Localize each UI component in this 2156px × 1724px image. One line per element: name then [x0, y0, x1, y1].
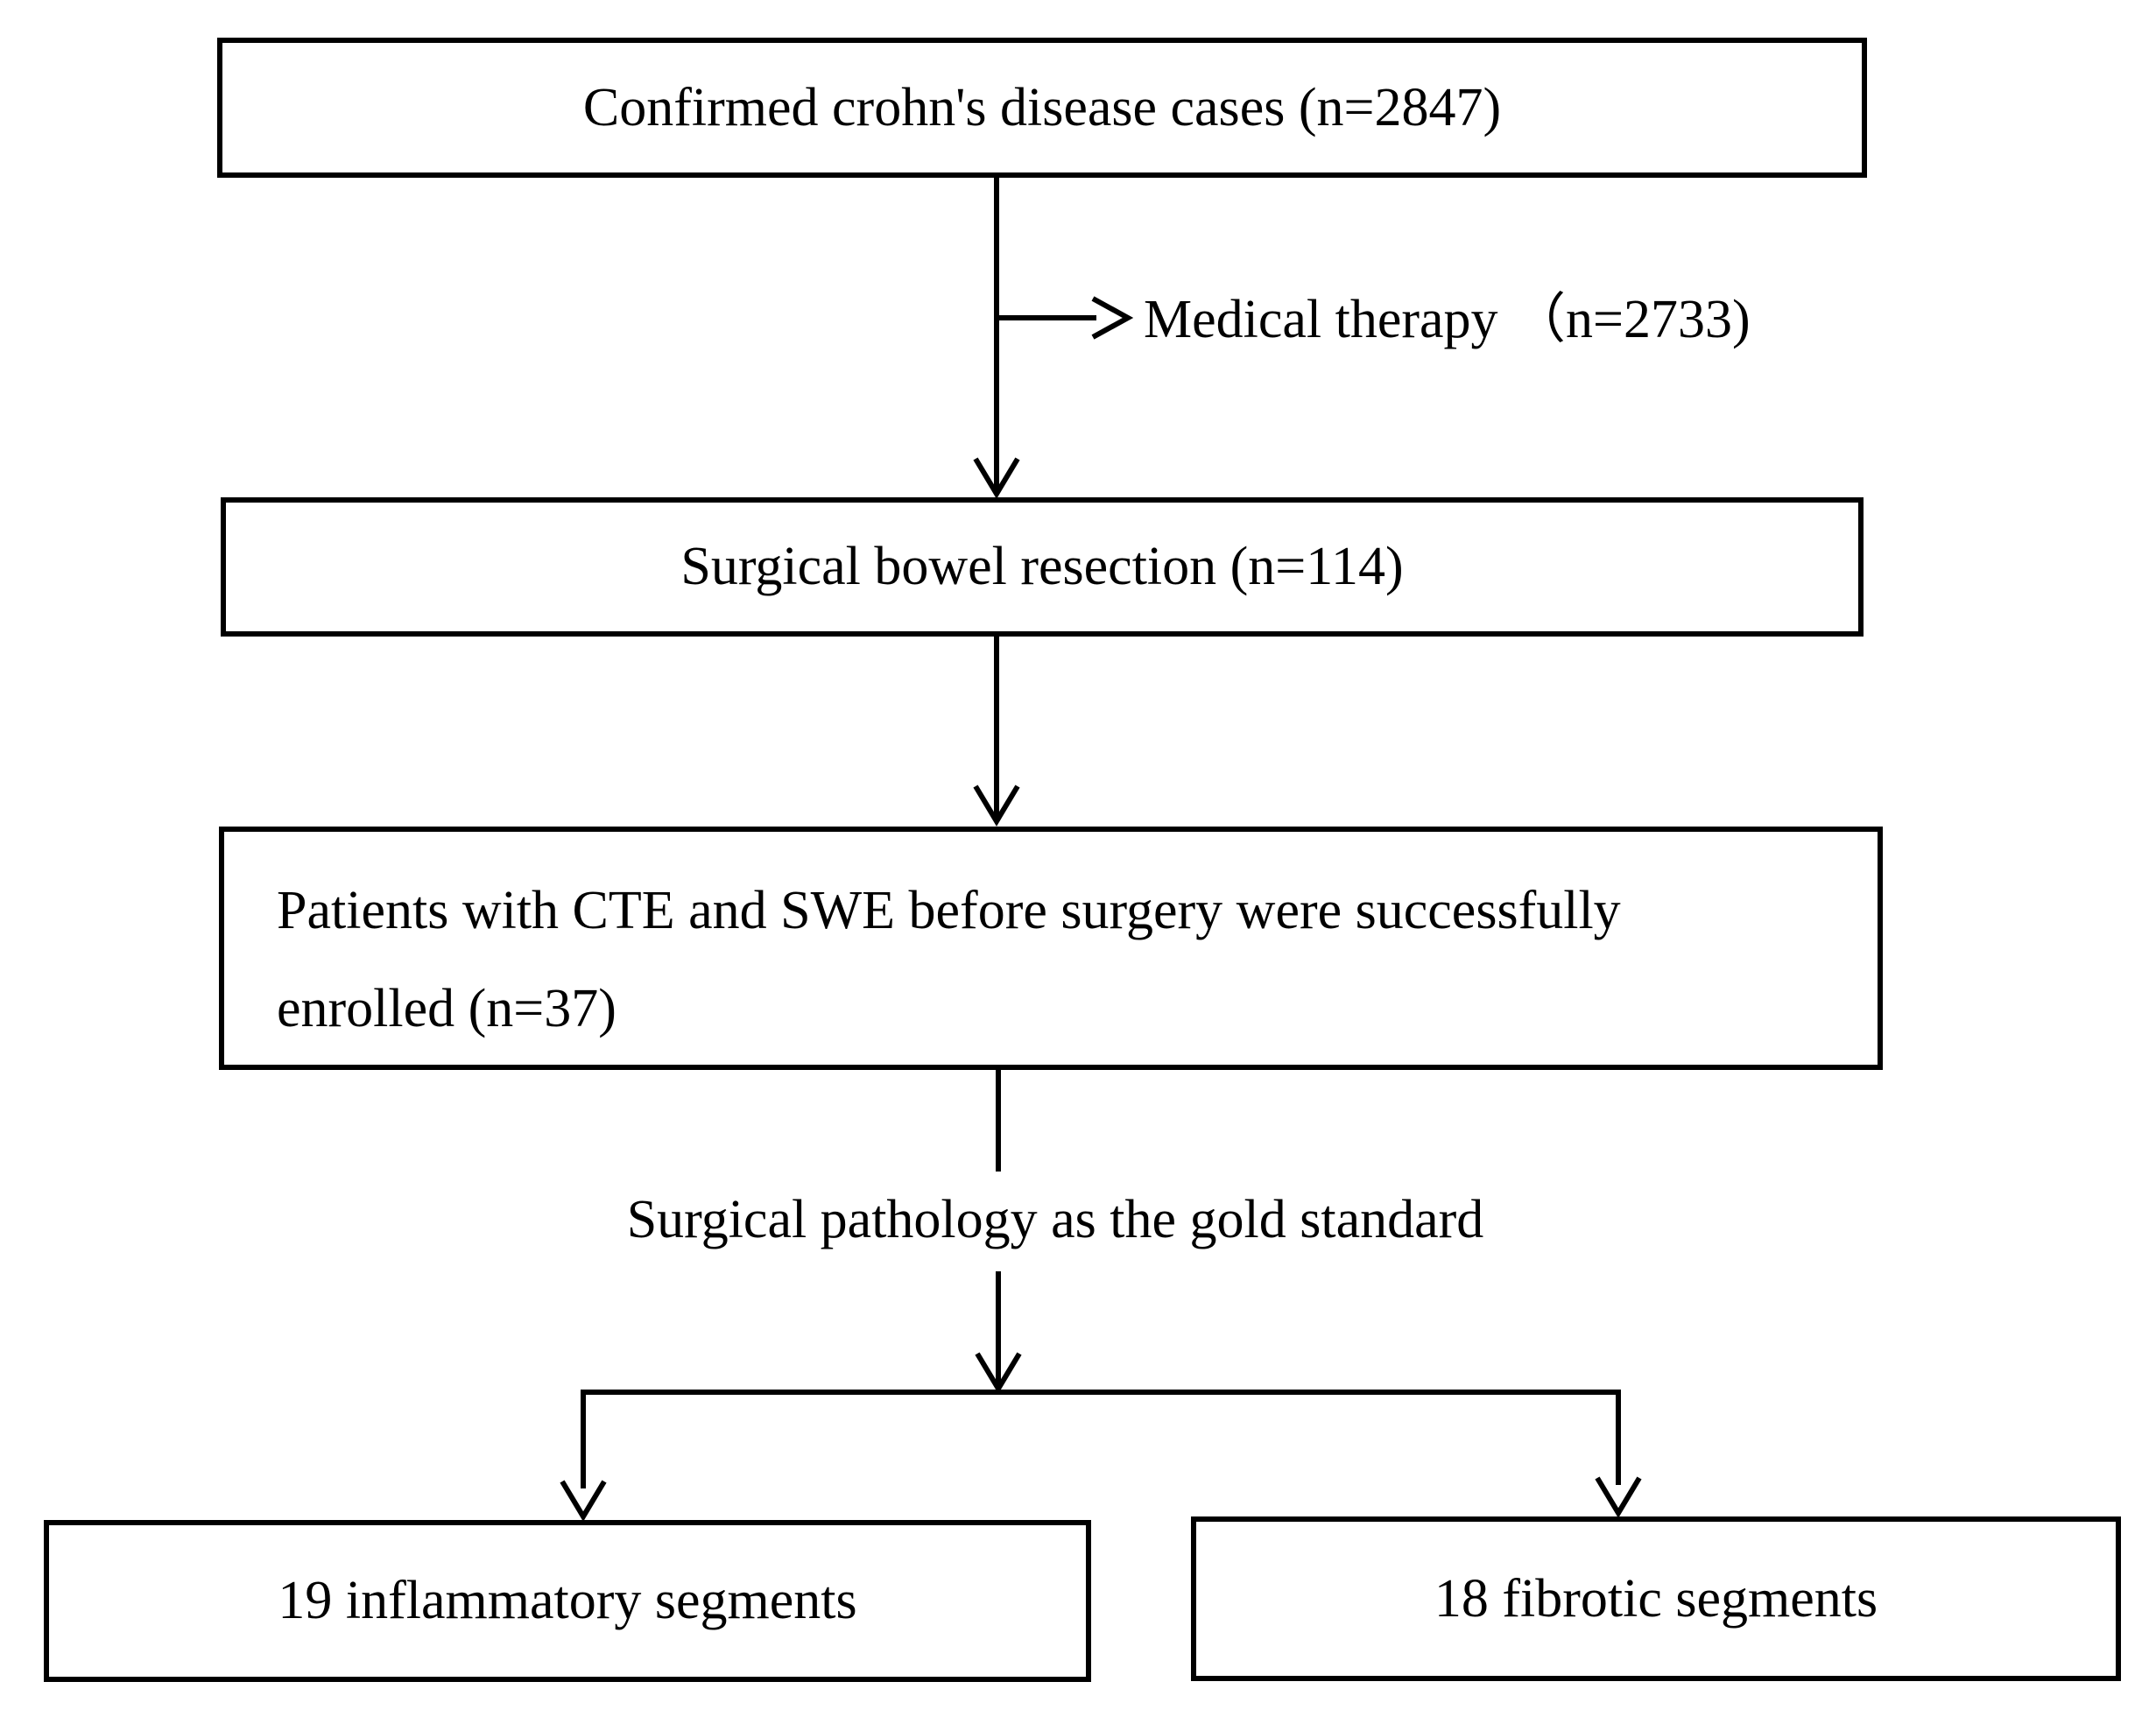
box-fibrotic-segments-label: 18 fibrotic segments: [1434, 1568, 1878, 1629]
box-surgical-resection: Surgical bowel resection (n=114): [221, 497, 1864, 637]
box-enrolled-patients: Patients with CTE and SWE before surgery…: [219, 827, 1883, 1070]
arrowhead-right-medical-therapy: [1091, 296, 1134, 340]
box-enrolled-patients-line2: enrolled (n=37): [277, 979, 617, 1038]
box-enrolled-patients-line1: Patients with CTE and SWE before surgery…: [277, 881, 1621, 940]
arrowhead-down-to-split: [975, 1352, 1022, 1394]
box-confirmed-cases: Confirmed crohn's disease cases (n=2847): [217, 38, 1867, 178]
box-inflammatory-segments-label: 19 inflammatory segments: [278, 1571, 857, 1631]
arrowhead-down-to-fibrotic: [1595, 1476, 1642, 1518]
box-fibrotic-segments: 18 fibrotic segments: [1191, 1516, 2121, 1681]
box-inflammatory-segments: 19 inflammatory segments: [44, 1520, 1091, 1682]
arrowhead-down-to-surgical: [973, 457, 1020, 499]
arrowhead-down-to-inflammatory: [560, 1480, 607, 1522]
label-gold-standard: Surgical pathology as the gold standard: [626, 1190, 1484, 1249]
arrowhead-down-to-enrolled: [973, 785, 1020, 827]
label-medical-therapy: Medical therapy （n=2733): [1144, 290, 1751, 349]
box-confirmed-cases-label: Confirmed crohn's disease cases (n=2847): [582, 77, 1502, 137]
box-surgical-resection-label: Surgical bowel resection (n=114): [680, 537, 1404, 597]
